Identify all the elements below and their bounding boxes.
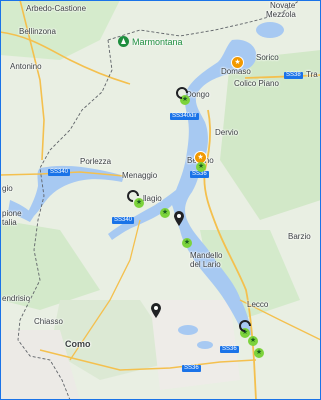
label-barzio: Barzio [288,232,311,241]
country-border [107,0,301,41]
lake-como [108,39,257,336]
label-mandello-2: del Lario [190,260,221,269]
label-chiasso: Chiasso [34,317,63,326]
label-campione-1: pione [2,209,22,218]
road [19,0,45,161]
park-icon[interactable] [118,36,129,47]
road-shield-ss340: SS340 [48,169,71,176]
label-mendrisio: endrisio [2,294,31,303]
road-shield-ss36: SS36 [190,171,209,178]
green-marker[interactable]: ★ [248,336,258,346]
road-shield-ss38: SS38 [284,72,303,79]
country-border [17,39,113,400]
label-tra: Tra [306,70,318,79]
label-sorico: Sorico [256,53,279,62]
road [203,109,257,400]
urban-area [150,300,240,390]
road-shield-ss340dir: SS340dir [170,113,199,120]
forest-area [0,220,100,310]
road-shield-ss340: SS340 [112,217,135,224]
label-menaggio: Menaggio [122,171,158,180]
label-lecco: Lecco [247,300,269,309]
label-antonino: Antonino [10,62,42,71]
lake-lugano-arm [8,200,34,222]
road-shield-ss36: SS36 [220,346,239,353]
star-marker-domaso[interactable]: ★ [231,56,244,69]
label-campione-2: talia [2,218,17,227]
lake-small [197,341,213,349]
green-marker[interactable]: ★ [240,328,250,338]
green-marker[interactable]: ★ [196,162,206,172]
green-marker[interactable]: ★ [180,95,190,105]
road [0,31,131,85]
green-marker[interactable]: ★ [134,198,144,208]
road [239,299,321,341]
forest-area [220,50,321,220]
label-dervio: Dervio [215,128,239,137]
green-marker[interactable]: ★ [160,208,170,218]
label-novate: Novate [270,1,296,10]
green-marker[interactable]: ★ [182,238,192,248]
star-marker-bellano[interactable]: ★ [194,151,207,164]
urban-area [0,330,80,400]
label-mezzola: Mezzola [266,10,296,19]
lake-small [178,325,198,335]
label-bellagio: llagio [143,194,162,203]
label-mandello-1: Mandello [190,251,223,260]
label-domaso: Domaso [221,67,251,76]
lake-mezzola [256,22,284,38]
road [69,219,141,361]
road-shield-ss36: SS36 [182,365,201,372]
road [39,349,257,371]
label-bellinzona: Bellinzona [19,27,56,36]
lake-lugano [28,165,124,216]
label-marmontana: Marmontana [132,37,183,47]
label-porlezza: Porlezza [80,157,112,166]
map-pin-icon[interactable] [173,210,185,227]
cluster-ring-icon[interactable] [238,319,252,333]
cluster-ring-icon[interactable] [126,189,140,203]
forest-area [0,0,120,60]
green-marker[interactable]: ★ [254,348,264,358]
cluster-ring-icon[interactable] [175,86,189,100]
label-colico: Colico Piano [234,79,279,88]
label-lugano: gio [2,184,13,193]
map-pin-icon[interactable] [150,302,162,319]
label-como: Como [65,339,91,349]
label-arbedo: Arbedo-Castione [26,4,87,13]
label-dongo: Dongo [186,90,210,99]
